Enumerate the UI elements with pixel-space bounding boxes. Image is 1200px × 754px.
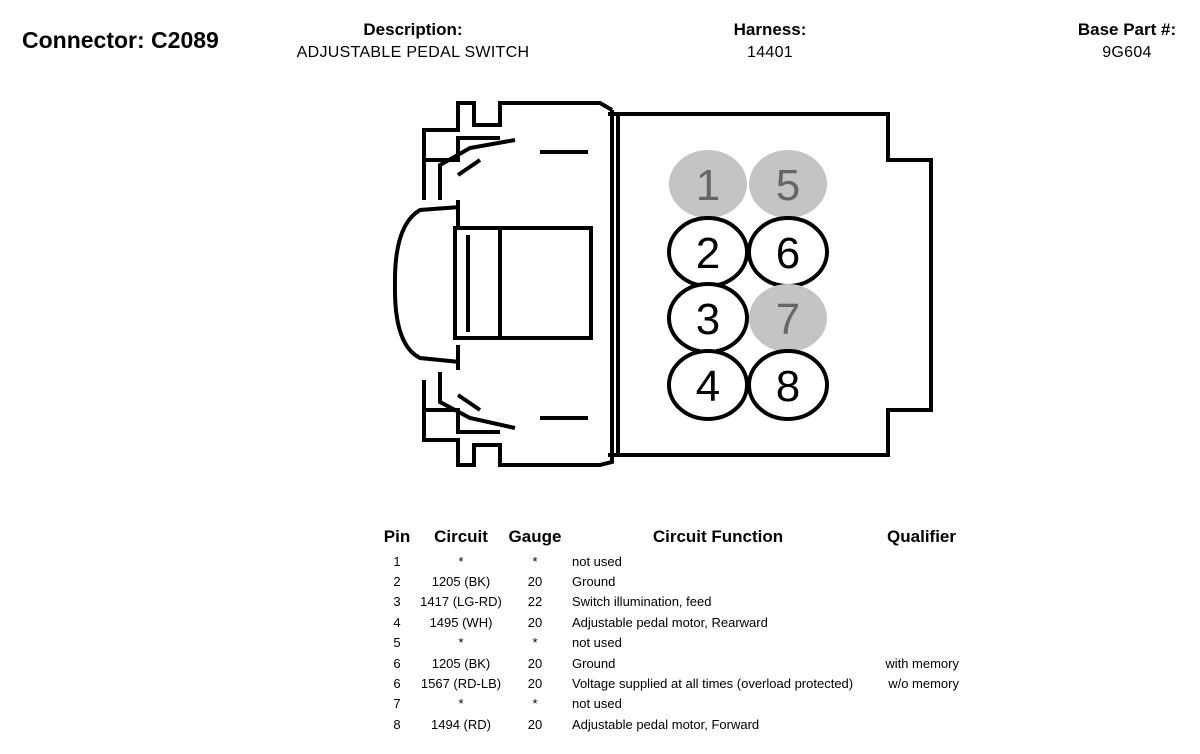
pin-cavity-7: 7	[749, 284, 827, 352]
table-row: 4 1495 (WH) 20 Adjustable pedal motor, R…	[378, 612, 959, 632]
cell-function: not used	[572, 635, 622, 651]
cell-function: Voltage supplied at all times (overload …	[572, 676, 854, 692]
cell-qualifier	[872, 592, 959, 612]
cell-gauge: 22	[527, 594, 543, 610]
cell-circuit: *	[458, 696, 464, 712]
pin-number-label: 1	[696, 161, 720, 210]
pin-cavity-4: 4	[667, 349, 749, 421]
pin-cavity-2: 2	[667, 216, 749, 288]
cell-function: not used	[572, 553, 622, 569]
cell-qualifier: w/o memory	[888, 676, 959, 692]
pin-number-label: 4	[696, 362, 720, 411]
harness-value: 14401	[747, 44, 793, 61]
cell-qualifier	[872, 694, 959, 714]
cell-gauge: *	[532, 553, 538, 569]
cell-pin: 6	[393, 655, 401, 671]
cell-pin: 4	[393, 614, 401, 630]
header-function: Circuit Function	[652, 527, 784, 546]
cell-gauge: *	[532, 635, 538, 651]
pin-cavity-6: 6	[747, 216, 829, 288]
cell-function: Adjustable pedal motor, Rearward	[572, 614, 768, 630]
cell-gauge: 20	[527, 614, 543, 630]
description-value: ADJUSTABLE PEDAL SWITCH	[296, 44, 530, 61]
header-circuit: Circuit	[434, 527, 488, 546]
pin-number-label: 6	[776, 229, 800, 278]
cell-gauge: *	[532, 696, 538, 712]
table-row: 8 1494 (RD) 20 Adjustable pedal motor, F…	[378, 714, 959, 734]
cell-pin: 2	[393, 574, 401, 590]
header-qualifier: Qualifier	[887, 527, 956, 546]
table-row: 6 1567 (RD-LB) 20 Voltage supplied at al…	[378, 673, 959, 693]
description-label: Description:	[363, 20, 463, 39]
cell-circuit: *	[458, 635, 464, 651]
cell-circuit: 1494 (RD)	[431, 716, 491, 732]
pin-cavity-3: 3	[667, 282, 749, 354]
table-header-row: Pin Circuit Gauge Circuit Function Quali…	[378, 526, 959, 551]
table-row: 6 1205 (BK) 20 Ground with memory	[378, 653, 959, 673]
harness-block: Harness: 14401	[700, 18, 840, 64]
connector-body	[616, 112, 933, 457]
base-part-label: Base Part #:	[1077, 20, 1177, 39]
cell-qualifier	[872, 551, 959, 571]
table-row: 1 * * not used	[378, 551, 959, 571]
harness-label: Harness:	[733, 20, 807, 39]
connector-face-diagram: 1 5 2 6 3 7 4 8	[392, 101, 933, 467]
pin-number-label: 5	[776, 161, 800, 210]
cell-function: not used	[572, 696, 622, 712]
pin-cavities: 1 5 2 6 3 7 4 8	[667, 150, 829, 421]
pin-number-label: 7	[776, 295, 800, 344]
pin-circle	[749, 150, 827, 218]
pin-number-label: 8	[776, 362, 800, 411]
pin-number-label: 2	[696, 229, 720, 278]
cell-gauge: 20	[527, 574, 543, 590]
cell-gauge: 20	[527, 655, 543, 671]
pinout-table: Pin Circuit Gauge Circuit Function Quali…	[378, 526, 959, 735]
header-pin: Pin	[383, 527, 411, 546]
pin-circle	[669, 150, 747, 218]
base-part-block: Base Part #: 9G604	[1062, 18, 1192, 64]
cell-circuit: 1567 (RD-LB)	[420, 676, 502, 692]
table-row: 5 * * not used	[378, 633, 959, 653]
cell-circuit: 1205 (BK)	[431, 574, 491, 590]
cell-gauge: 20	[527, 676, 543, 692]
cell-function: Switch illumination, feed	[572, 594, 712, 610]
pin-circle	[749, 284, 827, 352]
connector-title: Connector: C2089	[22, 27, 219, 53]
pin-cavity-1: 1	[669, 150, 747, 218]
cell-function: Ground	[572, 655, 616, 671]
cell-circuit: 1495 (WH)	[429, 614, 493, 630]
table-row: 2 1205 (BK) 20 Ground	[378, 571, 959, 591]
cell-qualifier	[872, 714, 959, 734]
cell-pin: 1	[393, 553, 401, 569]
pin-cavity-8: 8	[747, 349, 829, 421]
table-row: 7 * * not used	[378, 694, 959, 714]
header-gauge: Gauge	[508, 527, 562, 546]
base-part-value: 9G604	[1102, 44, 1152, 61]
cell-pin: 3	[393, 594, 401, 610]
cell-function: Ground	[572, 574, 616, 590]
center-slot	[453, 226, 593, 340]
table-row: 3 1417 (LG-RD) 22 Switch illumination, f…	[378, 592, 959, 612]
description-block: Description: ADJUSTABLE PEDAL SWITCH	[285, 18, 541, 64]
pin-number-label: 3	[696, 295, 720, 344]
cell-pin: 6	[393, 676, 401, 692]
cell-pin: 7	[393, 696, 401, 712]
pin-circle	[747, 349, 829, 421]
cell-function: Adjustable pedal motor, Forward	[572, 716, 760, 732]
cell-gauge: 20	[527, 716, 543, 732]
cell-pin: 8	[393, 716, 401, 732]
cell-circuit: 1417 (LG-RD)	[420, 594, 502, 610]
pin-cavity-5: 5	[749, 150, 827, 218]
cell-qualifier	[872, 633, 959, 653]
cell-qualifier	[872, 571, 959, 591]
cell-qualifier: with memory	[885, 655, 959, 671]
connector-housing-outline	[392, 101, 933, 467]
cell-circuit: 1205 (BK)	[431, 655, 491, 671]
cell-qualifier	[872, 612, 959, 632]
cell-pin: 5	[393, 635, 401, 651]
cell-circuit: *	[458, 553, 464, 569]
